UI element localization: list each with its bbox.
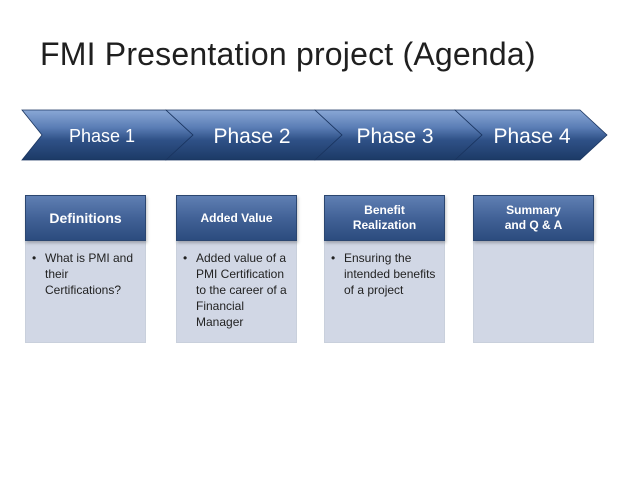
phase-chevron-3 [313, 109, 483, 161]
card-title-added-value: Added Value [176, 195, 297, 241]
phase-card-3: Benefit Realization Ensuring the intende… [324, 195, 445, 343]
card-bullets-3: Ensuring the intended benefits of a proj… [331, 250, 440, 298]
phase-card-1: Definitions What is PMI and their Certif… [25, 195, 146, 343]
bullet-item: Ensuring the intended benefits of a proj… [331, 250, 440, 298]
card-bullets-1: What is PMI and their Certifications? [32, 250, 141, 298]
phase-chevron-2 [164, 109, 343, 161]
bullet-item: Added value of a PMI Certification to th… [183, 250, 292, 330]
phase-chevron-4 [453, 109, 608, 161]
phase-label-4: Phase 4 [493, 125, 570, 148]
phase-card-2: Added Value Added value of a PMI Certifi… [176, 195, 297, 343]
phase-label-1: Phase 1 [69, 126, 135, 146]
card-bullets-2: Added value of a PMI Certification to th… [183, 250, 292, 330]
bullet-item: What is PMI and their Certifications? [32, 250, 141, 298]
phase-chevron-1 [21, 109, 194, 161]
card-title-summary: Summary and Q & A [473, 195, 594, 241]
card-title-definitions: Definitions [25, 195, 146, 241]
phase-label-2: Phase 2 [213, 125, 290, 148]
page-title: FMI Presentation project (Agenda) [40, 36, 536, 72]
card-title-benefit-realization: Benefit Realization [324, 195, 445, 241]
phase-card-4: Summary and Q & A [473, 195, 594, 343]
phase-label-3: Phase 3 [356, 125, 433, 148]
